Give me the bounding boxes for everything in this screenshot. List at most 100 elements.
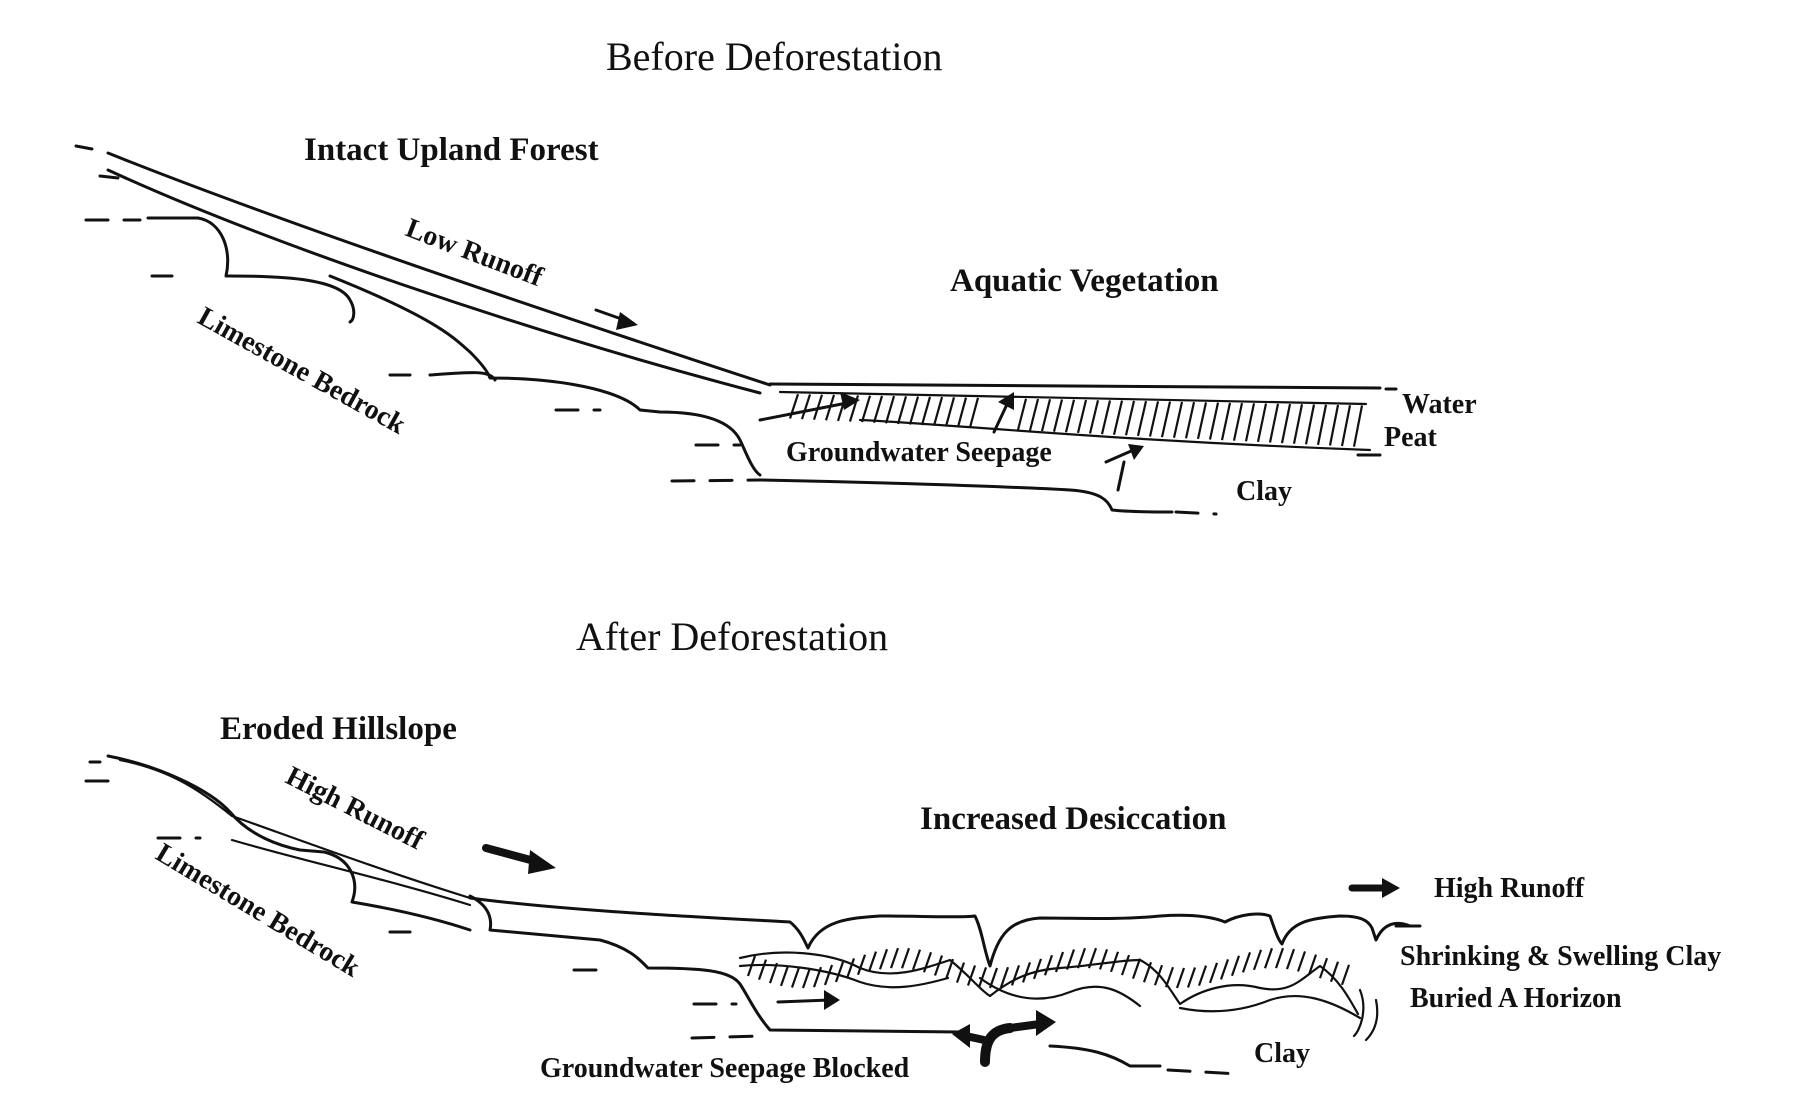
hatch-stroke (1043, 954, 1054, 976)
hatch-stroke (1340, 405, 1352, 447)
clay-boundary (758, 478, 1174, 514)
hatch-stroke (1172, 401, 1184, 438)
hillslope-erosion-b (230, 838, 472, 907)
hatch-stroke (1220, 402, 1232, 441)
buried-label: Buried A Horizon (1410, 983, 1622, 1014)
hatch-stroke (1274, 947, 1285, 969)
hatch-stroke (1032, 958, 1043, 980)
hatch-stroke (1208, 402, 1220, 440)
hatch-stroke (1120, 954, 1131, 976)
hatch-stroke (779, 965, 790, 987)
hatch-stroke (1088, 399, 1100, 434)
hatch-stroke (1064, 399, 1076, 433)
hatch-stroke (1098, 949, 1109, 970)
hatch-stroke (1316, 404, 1328, 446)
hatch-stroke (933, 955, 944, 976)
hatch-stroke (1307, 954, 1318, 975)
hatch-stroke (860, 395, 872, 423)
bedrock-step-2 (328, 274, 762, 477)
hatch-stroke (800, 394, 812, 420)
seepage-label: Groundwater Seepage (786, 437, 1052, 468)
after-runoff-arrow (482, 844, 556, 874)
peat-layer (778, 390, 1372, 452)
hatch-stroke (889, 947, 900, 969)
seepage-arrow-small (776, 990, 840, 1010)
hatch-stroke (1021, 962, 1032, 983)
hatch-stroke (1153, 964, 1164, 986)
shrink-swell-clay (738, 947, 1379, 1042)
hatch-stroke (1136, 400, 1148, 437)
hatch-stroke (1296, 951, 1307, 972)
hatch-stroke (746, 955, 757, 977)
runoff-label: Low Runoff (401, 213, 547, 294)
hatch-stroke (1100, 400, 1112, 435)
bedrock-step-1 (146, 216, 356, 324)
hatch-stroke (834, 961, 845, 983)
valley-surface (468, 896, 1422, 968)
hatch-stroke (1219, 959, 1230, 980)
hatch-stroke (1065, 949, 1076, 970)
hatch-stroke (988, 967, 999, 989)
seepage-arrow-up (992, 392, 1014, 434)
hatch-stroke (1304, 404, 1316, 445)
hatch-stroke (908, 396, 920, 425)
hatch-stroke (1340, 964, 1351, 986)
high-runoff-arrow (1348, 878, 1400, 898)
after-panel: After Deforestation Eroded Hillslope Inc… (84, 614, 1721, 1084)
hatch-stroke (1040, 398, 1052, 432)
hillslope-surface (106, 754, 472, 932)
hatch-stroke (1010, 964, 1021, 986)
bedrock-label: Limestone Bedrock (193, 301, 411, 441)
hatch-stroke (1186, 967, 1197, 988)
hatch-stroke (1285, 948, 1296, 970)
hatch-stroke (1263, 947, 1274, 969)
hillslope-label: Eroded Hillslope (220, 711, 457, 747)
hatch-stroke (801, 967, 812, 989)
hatch-stroke (999, 966, 1010, 988)
hatch-stroke (1196, 402, 1208, 440)
vegetation-label: Aquatic Vegetation (950, 263, 1219, 299)
hatch-stroke (922, 951, 933, 973)
upland-surface-lower (106, 168, 762, 395)
hatch-stroke (1232, 402, 1244, 441)
seepage-arrow-right (1104, 444, 1144, 492)
hatch-stroke (812, 966, 823, 988)
hatch-stroke (1087, 947, 1098, 969)
before-title: Before Deforestation (606, 34, 943, 79)
hatch-stroke (1016, 398, 1028, 431)
hatch-stroke (790, 967, 801, 988)
hatch-stroke (768, 962, 779, 984)
hatch-stroke (1142, 961, 1153, 983)
hatch-stroke (884, 395, 896, 424)
after-bedrock-dash-4 (690, 1034, 762, 1040)
hatch-stroke (867, 951, 878, 972)
hatch-stroke (1318, 957, 1329, 979)
desiccation-label: Increased Desiccation (920, 801, 1226, 837)
hatch-stroke (1164, 966, 1175, 988)
hatch-stroke (1256, 403, 1268, 443)
after-bedrock-steps (468, 894, 962, 1034)
hatch-stroke (966, 965, 977, 986)
hatch-stroke (1052, 399, 1064, 432)
hatch-stroke (1054, 951, 1065, 973)
clay-dash (1174, 510, 1218, 516)
hatch-stroke (878, 948, 889, 970)
hatch-stroke (911, 949, 922, 971)
hatch-stroke (1124, 400, 1136, 436)
hatch-stroke (823, 964, 834, 986)
after-clay-boundary (1048, 1044, 1162, 1068)
hatch-stroke (932, 396, 944, 426)
hatch-stroke (1076, 947, 1087, 969)
upland-dash-b (98, 174, 120, 180)
hatch-stroke (1230, 955, 1241, 977)
hatch-stroke (920, 396, 932, 426)
hatch-stroke (1352, 405, 1364, 447)
hatch-stroke (977, 967, 988, 988)
hatch-stroke (1197, 965, 1208, 987)
clay-layer-label: Shrinking & Swelling Clay (1400, 941, 1721, 972)
runoff-arrow (594, 308, 638, 330)
hatch-stroke (1244, 403, 1256, 442)
hatch-stroke (1109, 951, 1120, 973)
hatch-stroke (1241, 952, 1252, 973)
hatch-stroke (872, 395, 884, 424)
